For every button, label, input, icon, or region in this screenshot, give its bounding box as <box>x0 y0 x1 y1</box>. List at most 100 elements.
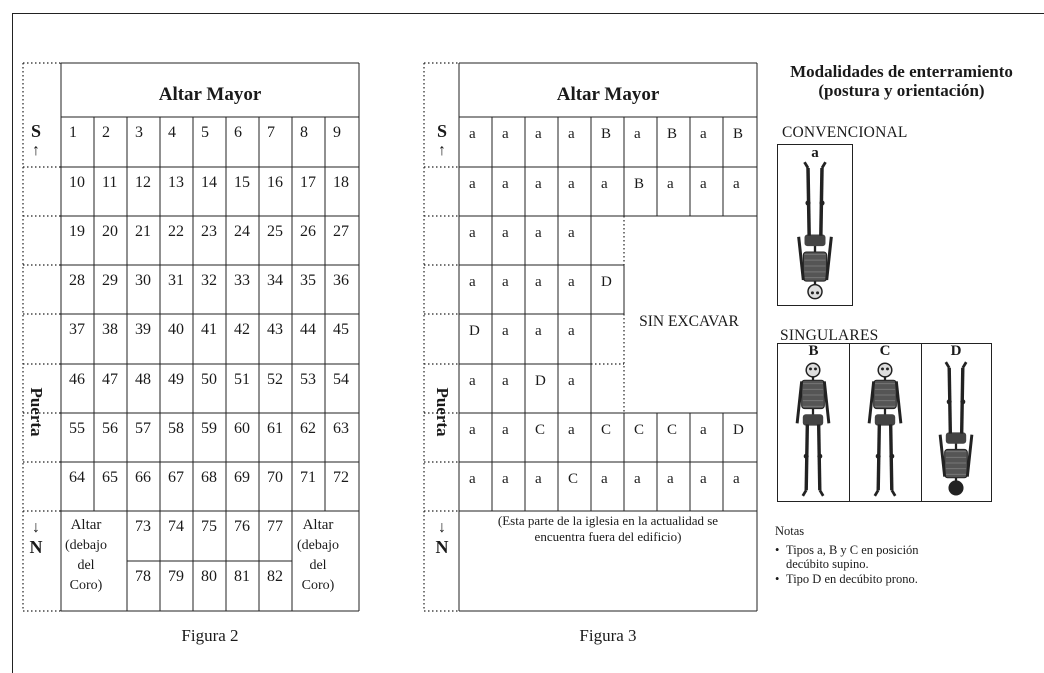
skull-shape <box>807 283 823 300</box>
fig3-note-line-2: encuentra fuera del edificio) <box>535 529 682 544</box>
knee-joint <box>946 399 952 405</box>
arm-bone <box>795 381 804 424</box>
fig3-burial-type: a <box>469 373 476 389</box>
legend-title: Modalidades de enterramiento (postura y … <box>759 62 1044 100</box>
fig2-cell-number: 32 <box>201 272 217 289</box>
fig2-cell-number: 28 <box>69 272 85 289</box>
fig3-burial-type: a <box>535 225 542 241</box>
fig3-burial-type: D <box>535 373 546 389</box>
fig2-south-label: S <box>31 121 41 141</box>
unexcavated-label: SIN EXCAVAR <box>639 313 739 330</box>
eye-socket <box>886 367 889 371</box>
fig3-burial-type: a <box>601 176 608 192</box>
knee-joint <box>817 453 823 459</box>
fig2-altar-left-4: Coro) <box>70 578 103 593</box>
fig3-burial-type: a <box>535 176 542 192</box>
fig2-cell-number: 15 <box>234 174 250 191</box>
fig2-caption: Figura 2 <box>181 626 238 645</box>
fig2-altar-right-4: Coro) <box>302 578 335 593</box>
fig2-cell-number: 18 <box>333 174 349 191</box>
fig2-cell-number: 20 <box>102 223 118 240</box>
fig2-cell-number: 38 <box>102 321 118 338</box>
fig3-burial-type: a <box>469 274 476 290</box>
arm-bone <box>822 381 831 424</box>
fig2-cell-number: 56 <box>102 420 118 437</box>
ribcage-shape <box>873 379 897 410</box>
fig2-cell-number: 59 <box>201 420 217 437</box>
skeleton-supine-icon <box>795 362 831 497</box>
fig2-cell-number: 75 <box>201 518 217 535</box>
fig2-cell-number: 76 <box>234 518 250 535</box>
fig2-cell-number: 69 <box>234 469 250 486</box>
ribcage-shape <box>802 251 828 282</box>
fig2-altar-left-2: (debajo <box>65 538 107 553</box>
fig2-cell-number: 14 <box>201 174 217 191</box>
fig2-header: Altar Mayor <box>159 84 262 105</box>
pelvis-shape <box>802 414 824 426</box>
fig3-burial-type: D <box>601 274 612 290</box>
fig3-burial-type: a <box>700 471 707 487</box>
fig3-burial-type: a <box>502 373 509 389</box>
fig2-cell-number: 43 <box>267 321 283 338</box>
fig3-south-label: S <box>437 121 447 141</box>
fig3-burial-type: a <box>667 471 674 487</box>
arm-bone <box>965 434 974 477</box>
fig2-cell-number: 58 <box>168 420 184 437</box>
fig3-burial-type: a <box>502 126 509 142</box>
singular-divider-2 <box>921 344 922 501</box>
fig2-cell-number: 50 <box>201 371 217 388</box>
fig3-burial-type: a <box>502 225 509 241</box>
fig3-burial-type: C <box>601 422 611 438</box>
fig3-burial-type: a <box>568 225 575 241</box>
fig2-altar-right-1: Altar <box>303 517 334 533</box>
fig2-cell-number: 8 <box>300 124 308 141</box>
fig3-burial-type: B <box>601 126 611 142</box>
fig3-burial-type: D <box>469 323 480 339</box>
fig3-burial-type: a <box>502 274 509 290</box>
fig2-cell-number: 36 <box>333 272 349 289</box>
arm-bone <box>797 236 805 281</box>
fig3-burial-type: a <box>502 176 509 192</box>
note-item-1-text: Tipos a, B y C en posición <box>786 542 919 557</box>
fig3-burial-type: a <box>601 471 608 487</box>
fig2-cell-number: 17 <box>300 174 316 191</box>
fig2-cell-number: 27 <box>333 223 349 240</box>
fig2-cell-number: 5 <box>201 124 209 141</box>
fig2-cell-number: 34 <box>267 272 283 289</box>
knee-joint <box>805 200 811 206</box>
fig2-cell-number: 31 <box>168 272 184 289</box>
skull-shape <box>948 480 964 496</box>
fig2-cell-number: 65 <box>102 469 118 486</box>
fig2-cell-number: 60 <box>234 420 250 437</box>
fig2-cell-number: 12 <box>135 174 151 191</box>
fig2-cell-number: 22 <box>168 223 184 240</box>
fig2-cell-number: 72 <box>333 469 349 486</box>
fig2-cell-number: 29 <box>102 272 118 289</box>
knee-joint <box>875 453 881 459</box>
fig3-burial-type: a <box>700 126 707 142</box>
fig3-burial-type: a <box>568 323 575 339</box>
fig2-cell-number: 2 <box>102 124 110 141</box>
ribcage-shape <box>944 448 968 479</box>
fig3-burial-type: a <box>535 323 542 339</box>
fig3-burial-type: a <box>700 422 707 438</box>
ribcage-shape <box>801 379 825 410</box>
fig2-cell-number: 47 <box>102 371 118 388</box>
note-item-1-cont: decúbito supino. <box>786 557 869 571</box>
fig2-cell-number: 78 <box>135 568 151 585</box>
note-item-2-text: Tipo D en decúbito prono. <box>786 571 918 586</box>
fig3-burial-type: a <box>634 126 641 142</box>
legend-title-line-1: Modalidades de enterramiento <box>790 62 1013 81</box>
fig2-cell-number: 39 <box>135 321 151 338</box>
pelvis-shape <box>874 414 896 426</box>
fig2-cell-number: 79 <box>168 568 184 585</box>
fig3-burial-type: C <box>667 422 677 438</box>
fig3-burial-type: a <box>535 471 542 487</box>
fig2-cell-number: 44 <box>300 321 316 338</box>
fig2-cell-number: 3 <box>135 124 143 141</box>
fig2-cell-number: 71 <box>300 469 316 486</box>
skeleton-inverted-supine-icon <box>797 161 833 300</box>
fig3-burial-type: C <box>568 471 578 487</box>
fig2-cell-number: 48 <box>135 371 151 388</box>
fig2-door-label: Puerta <box>27 387 46 437</box>
